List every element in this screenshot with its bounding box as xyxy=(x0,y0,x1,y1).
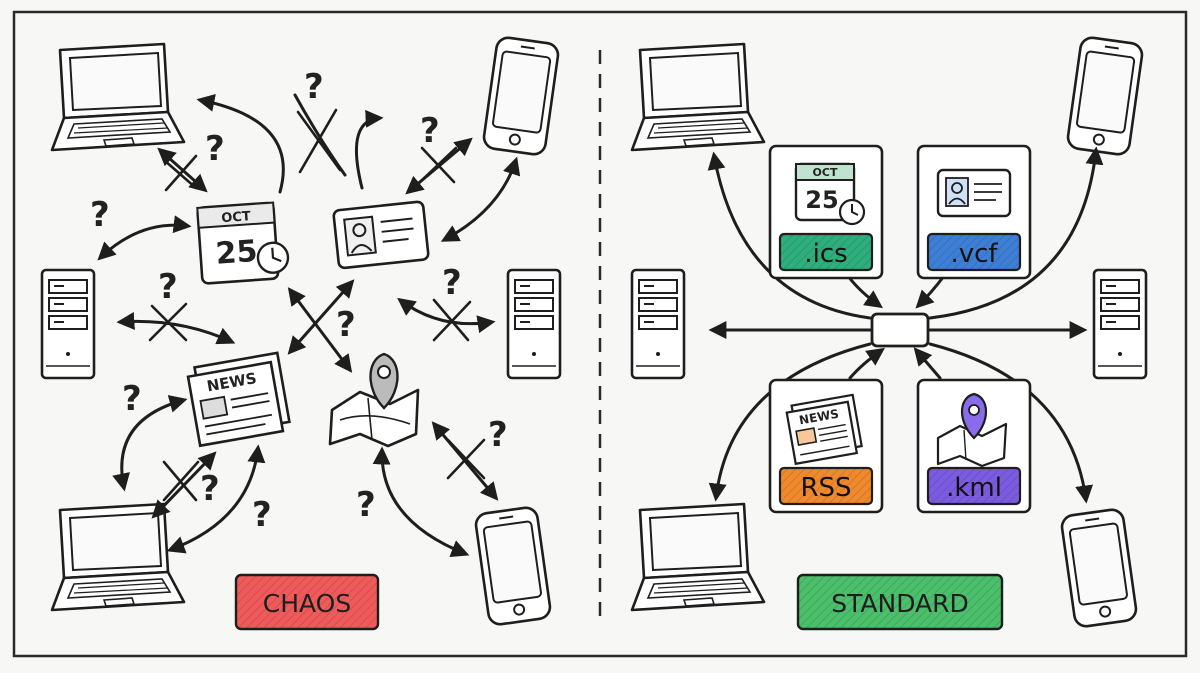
format-card: NEWS RSS xyxy=(768,378,884,514)
format-label: .ics xyxy=(804,239,847,269)
phone-icon xyxy=(473,504,553,628)
question-marks: ? ? ? ? ? ? ? ? ? ? ? ? xyxy=(90,67,508,535)
laptop-icon xyxy=(630,502,766,612)
format-label: .kml xyxy=(946,473,1002,503)
format-card: OCT 25 .ics xyxy=(768,144,884,280)
laptop-icon xyxy=(50,502,186,612)
calendar-month-text: OCT xyxy=(813,166,838,179)
question-mark: ? xyxy=(205,129,225,169)
question-mark: ? xyxy=(122,379,142,419)
calendar-day-text: 25 xyxy=(214,234,258,272)
question-mark: ? xyxy=(336,305,356,345)
question-mark: ? xyxy=(442,263,462,303)
format-card: .kml xyxy=(916,378,1032,514)
question-mark: ? xyxy=(420,111,440,151)
calendar-day-text: 25 xyxy=(805,186,838,214)
central-hub xyxy=(870,312,930,348)
question-mark: ? xyxy=(200,469,220,509)
chaos-label-text: CHAOS xyxy=(263,589,351,618)
question-mark: ? xyxy=(356,485,376,525)
contact-card-icon xyxy=(936,168,1012,218)
newspaper-icon: NEWS xyxy=(186,351,291,448)
question-mark: ? xyxy=(304,67,324,107)
phone-icon xyxy=(481,34,561,158)
laptop-icon xyxy=(630,42,766,152)
question-mark: ? xyxy=(90,195,110,235)
question-mark: ? xyxy=(158,267,178,307)
format-label: .vcf xyxy=(950,239,998,269)
question-mark: ? xyxy=(488,415,508,455)
phone-icon xyxy=(1065,34,1145,158)
contact-card-icon xyxy=(332,200,430,270)
server-icon xyxy=(1092,268,1148,380)
question-mark: ? xyxy=(252,495,272,535)
map-pin-icon xyxy=(328,352,420,448)
server-icon xyxy=(630,268,686,380)
format-label: RSS xyxy=(800,473,851,503)
map-pin-icon xyxy=(936,392,1008,468)
server-icon xyxy=(506,268,562,380)
outer-frame xyxy=(12,10,1188,658)
conflict-marks xyxy=(148,108,486,502)
calendar-month-text: OCT xyxy=(221,209,252,226)
phone-icon xyxy=(1059,506,1139,630)
standard-label-text: STANDARD xyxy=(831,589,969,618)
format-card: .vcf xyxy=(916,144,1032,280)
laptop-icon xyxy=(50,42,186,152)
chaos-panel: OCT 25 NEWS xyxy=(40,34,562,631)
standard-arrows xyxy=(707,146,1104,504)
chaos-label: CHAOS xyxy=(234,573,380,631)
news-label-text: NEWS xyxy=(798,407,840,428)
calendar-icon: OCT 25 xyxy=(794,162,866,226)
standard-label: STANDARD xyxy=(796,573,1004,631)
chaos-arrows xyxy=(97,93,521,558)
server-icon xyxy=(40,268,96,380)
calendar-icon: OCT 25 xyxy=(196,201,290,285)
newspaper-icon: NEWS xyxy=(785,393,863,466)
